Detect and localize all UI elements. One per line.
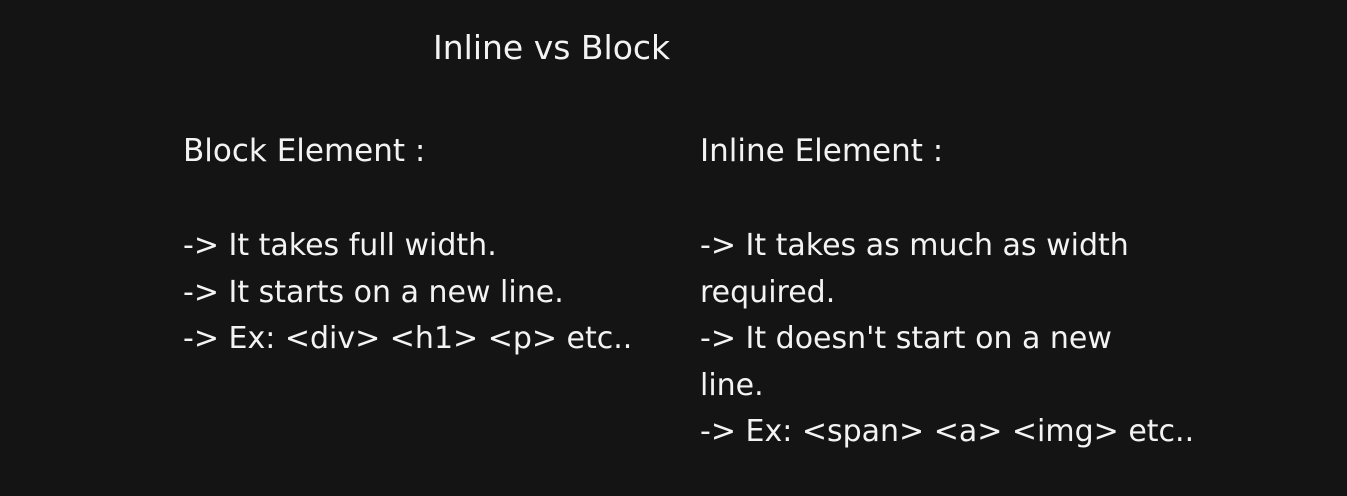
block-element-heading: Block Element : xyxy=(183,133,426,169)
inline-element-heading: Inline Element : xyxy=(700,133,944,169)
inline-note-line: -> It takes as much as width xyxy=(700,228,1129,263)
inline-note-line: -> It doesn't start on a new xyxy=(700,321,1112,356)
slide-title: Inline vs Block xyxy=(433,28,671,67)
inline-note-line: -> Ex: <span> <a> <img> etc.. xyxy=(700,414,1195,449)
block-note-line: -> It takes full width. xyxy=(183,228,497,263)
block-element-column: Block Element : -> It takes full width. … xyxy=(183,129,683,363)
block-element-notes: -> It takes full width. -> It starts on … xyxy=(183,223,683,363)
block-note-line: -> It starts on a new line. xyxy=(183,274,564,310)
inline-note-line: line. xyxy=(700,367,764,403)
inline-note-line: required. xyxy=(700,274,836,310)
inline-element-notes: -> It takes as much as width required. -… xyxy=(700,223,1320,456)
block-note-line: -> Ex: <div> <h1> <p> etc.. xyxy=(183,321,633,356)
inline-element-column: Inline Element : -> It takes as much as … xyxy=(700,129,1320,456)
